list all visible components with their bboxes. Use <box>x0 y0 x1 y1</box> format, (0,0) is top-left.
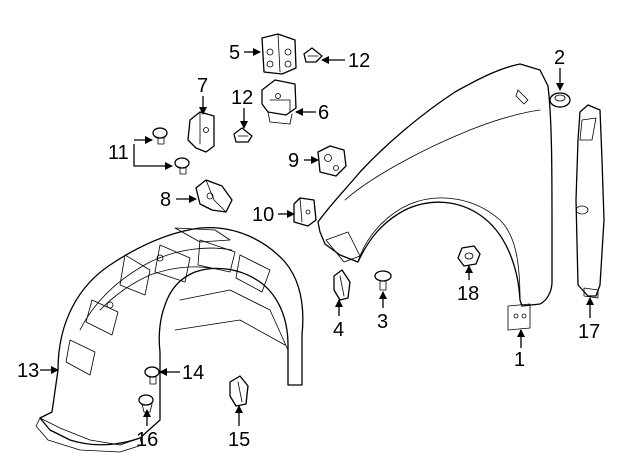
callout-3: 3 <box>377 311 388 333</box>
callout-16: 16 <box>136 429 158 451</box>
callout-2: 2 <box>554 47 565 69</box>
bolt-part-lower[interactable] <box>174 157 190 175</box>
fender-seal-strip-part[interactable] <box>575 104 605 299</box>
callout-12-lower: 12 <box>231 87 253 109</box>
leader-lines <box>40 48 594 426</box>
upper-bracket-part[interactable] <box>261 33 297 75</box>
callout-6: 6 <box>318 102 329 124</box>
callout-11: 11 <box>108 142 129 164</box>
callout-12-upper: 12 <box>348 50 370 72</box>
callout-10: 10 <box>252 204 274 226</box>
callout-14: 14 <box>182 362 204 384</box>
callout-8: 8 <box>160 189 171 211</box>
callout-4: 4 <box>333 319 344 341</box>
liner-bracket-part[interactable] <box>195 179 233 213</box>
flange-bolt-part[interactable] <box>457 245 481 267</box>
callout-1: 1 <box>514 349 525 371</box>
nut-part[interactable] <box>549 92 571 108</box>
bolt-part-upper[interactable] <box>152 127 168 145</box>
liner-clip-part[interactable] <box>229 375 249 407</box>
mount-bracket-part[interactable] <box>317 145 347 177</box>
callout-numbers: 1 2 3 4 5 6 7 8 9 10 11 12 12 13 14 15 1… <box>17 42 600 451</box>
callout-17: 17 <box>578 321 600 343</box>
small-bracket-part[interactable] <box>293 197 317 227</box>
callout-13: 13 <box>17 360 39 382</box>
clip-part-lower[interactable] <box>233 127 253 143</box>
wheelhouse-liner-part[interactable] <box>35 226 304 453</box>
clip-part-upper[interactable] <box>303 47 323 63</box>
fender-part[interactable] <box>317 63 553 331</box>
push-pin-part[interactable] <box>374 270 392 291</box>
callout-5: 5 <box>229 42 240 64</box>
callout-18: 18 <box>457 283 479 305</box>
callout-9: 9 <box>288 150 299 172</box>
hinge-bracket-part[interactable] <box>261 79 297 125</box>
retainer-clip-part[interactable] <box>333 269 351 301</box>
side-bracket-part[interactable] <box>187 111 215 153</box>
callout-15: 15 <box>228 429 250 451</box>
callout-7: 7 <box>197 75 208 97</box>
